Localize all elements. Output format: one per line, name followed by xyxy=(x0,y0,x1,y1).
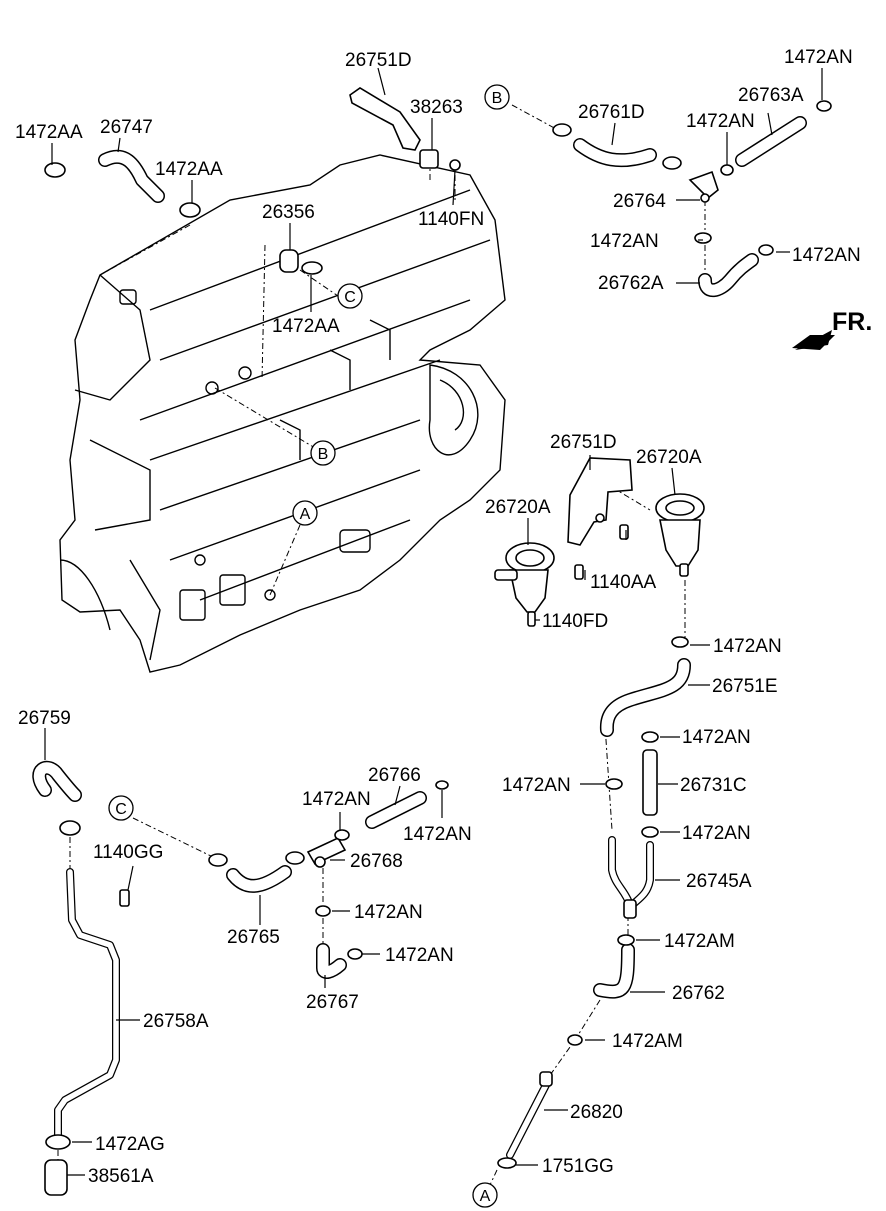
label-26747: 26747 xyxy=(100,117,153,138)
fitting-26768 xyxy=(306,829,350,868)
pipe-26758A xyxy=(44,868,120,1196)
hose-26747 xyxy=(44,149,201,218)
label-26768: 26768 xyxy=(350,851,403,872)
marker-A-bottom: A xyxy=(472,1182,498,1208)
label-1472AM-1: 1472AM xyxy=(664,931,735,952)
valve-26720A-right xyxy=(655,493,705,577)
marker-B-engine: B xyxy=(310,440,336,466)
bolt-1140GG xyxy=(119,889,130,907)
pipe-26820 xyxy=(497,1071,553,1169)
svg-text:B: B xyxy=(318,446,329,463)
label-1472AN-top: 1472AN xyxy=(784,47,853,68)
label-38561A: 38561A xyxy=(88,1166,154,1187)
label-1472AN-b: 1472AN xyxy=(590,231,659,252)
label-26820: 26820 xyxy=(570,1102,623,1123)
engine-block xyxy=(59,154,506,673)
label-26762A: 26762A xyxy=(598,273,664,294)
hose-26731C xyxy=(605,731,659,838)
hose-26762A xyxy=(694,232,774,298)
label-1472AG: 1472AG xyxy=(95,1134,165,1155)
label-26761D: 26761D xyxy=(578,102,645,123)
hose-26761D xyxy=(552,123,682,170)
hose-26767 xyxy=(315,905,363,979)
svg-text:C: C xyxy=(344,289,356,306)
label-1140FD: 1140FD xyxy=(542,611,608,632)
label-1140FN: 1140FN xyxy=(418,209,484,230)
hose-26762 xyxy=(567,934,635,1046)
svg-text:C: C xyxy=(115,801,127,818)
svg-text:B: B xyxy=(492,90,503,107)
label-1472AN-a: 1472AN xyxy=(686,111,755,132)
label-1472AN-d: 1472AN xyxy=(713,636,782,657)
label-38263: 38263 xyxy=(410,97,463,118)
label-1472AA-2: 1472AA xyxy=(155,159,223,180)
label-1472AN-k: 1472AN xyxy=(385,945,454,966)
tee-26764 xyxy=(688,170,719,203)
label-26720A-left: 26720A xyxy=(485,497,551,518)
valve-26720A-left xyxy=(494,542,555,627)
bracket-26751D-top xyxy=(349,87,461,171)
marker-A-engine: A xyxy=(292,500,318,526)
hose-26766 xyxy=(365,780,449,829)
marker-B-top: B xyxy=(484,84,510,110)
label-26762: 26762 xyxy=(672,983,725,1004)
hose-26759 xyxy=(32,760,82,836)
svg-text:A: A xyxy=(300,506,311,523)
hose-26763A xyxy=(720,100,832,176)
label-1472AN-f: 1472AN xyxy=(502,775,571,796)
callout-lines xyxy=(44,67,823,1176)
label-1472AN-j: 1472AN xyxy=(354,902,423,923)
marker-C-bottom: C xyxy=(108,795,134,821)
hose-26751E xyxy=(599,636,691,737)
label-1472AN-h: 1472AN xyxy=(302,789,371,810)
part-labels: 26751D 38263 1140FN 1472AA 26747 1472AA … xyxy=(15,47,872,1187)
label-26751D-top: 26751D xyxy=(345,50,412,71)
label-1472AA-1: 1472AA xyxy=(15,122,83,143)
label-26765: 26765 xyxy=(227,927,280,948)
label-1472AN-e: 1472AN xyxy=(682,727,751,748)
label-26758A: 26758A xyxy=(143,1011,209,1032)
label-26763A: 26763A xyxy=(738,85,804,106)
label-1472AA-3: 1472AA xyxy=(272,316,340,337)
label-1472AM-2: 1472AM xyxy=(612,1031,683,1052)
part-26356 xyxy=(279,249,323,275)
label-1472AN-i: 1472AN xyxy=(403,824,472,845)
label-26356: 26356 xyxy=(262,202,315,223)
label-1140GG: 1140GG xyxy=(93,842,163,863)
label-26764: 26764 xyxy=(613,191,666,212)
label-26745A: 26745A xyxy=(686,871,752,892)
label-26759: 26759 xyxy=(18,708,71,729)
label-26766: 26766 xyxy=(368,765,421,786)
hose-26765 xyxy=(208,851,305,893)
front-arrow-icon xyxy=(792,330,835,350)
bracket-26751D-mid xyxy=(567,457,633,546)
marker-C-top: C xyxy=(337,283,363,309)
label-26751E: 26751E xyxy=(712,676,778,697)
hose-26745A xyxy=(608,836,654,919)
label-1140AA: 1140AA xyxy=(590,572,657,593)
svg-text:A: A xyxy=(480,1188,491,1205)
label-26751D-mid: 26751D xyxy=(550,432,617,453)
label-1472AN-g: 1472AN xyxy=(682,823,751,844)
label-1472AN-c: 1472AN xyxy=(792,245,861,266)
label-26767: 26767 xyxy=(306,992,359,1013)
label-26731C: 26731C xyxy=(680,775,747,796)
label-front: FR. xyxy=(832,308,872,336)
label-1751GG: 1751GG xyxy=(542,1156,614,1177)
label-26720A-right: 26720A xyxy=(636,447,702,468)
